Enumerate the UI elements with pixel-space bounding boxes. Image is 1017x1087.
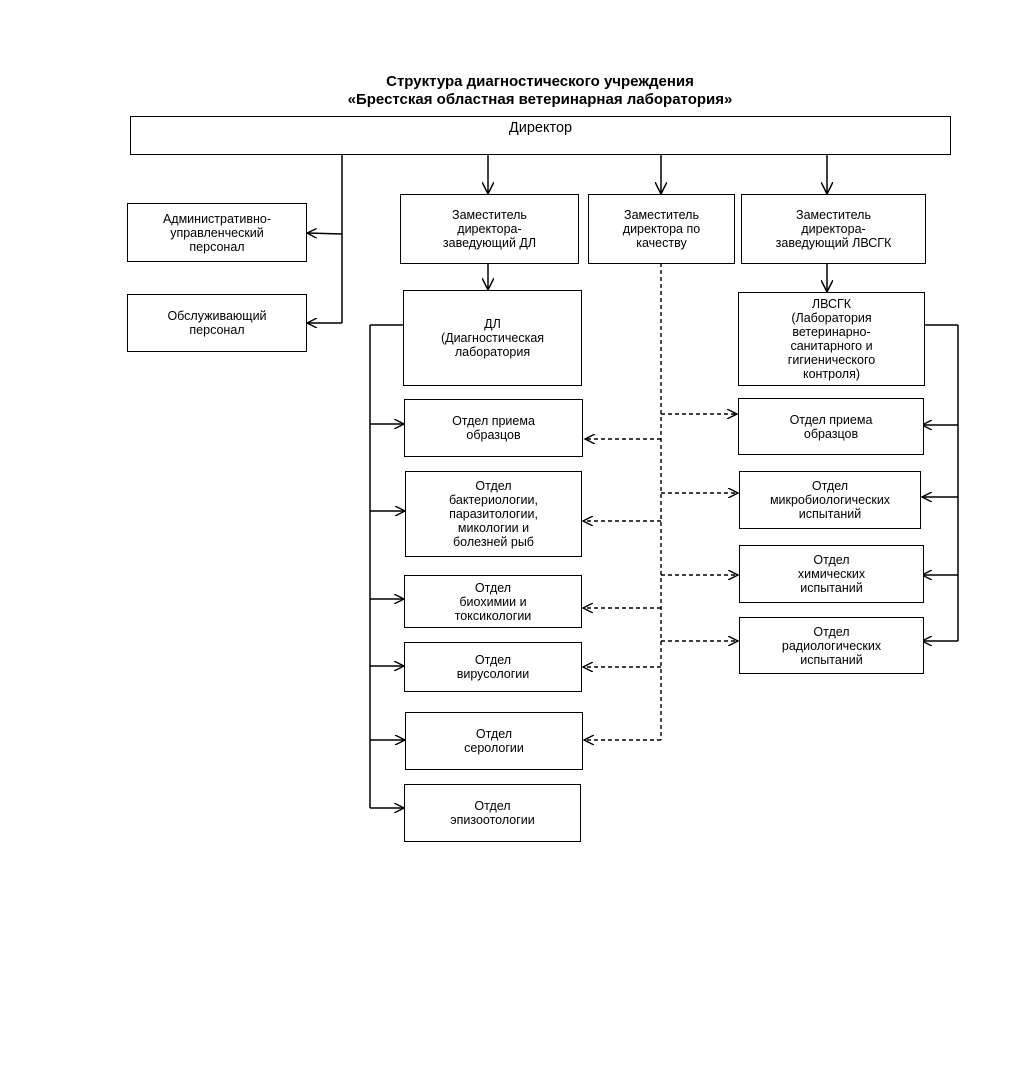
box-deputy-lvsgk: Заместитель директора- заведующий ЛВСГК	[741, 194, 926, 264]
box-service-staff: Обслуживающий персонал	[127, 294, 307, 352]
diagram-title-line-1: Структура диагностического учреждения	[386, 73, 694, 90]
box-dl-serology: Отдел серологии	[405, 712, 583, 770]
box-director: Директор	[130, 116, 951, 155]
box-lv-microbiology: Отдел микробиологических испытаний	[739, 471, 921, 529]
box-dl-lab: ДЛ (Диагностическая лаборатория	[403, 290, 582, 386]
box-dl-virology: Отдел вирусологии	[404, 642, 582, 692]
box-lv-chemical: Отдел химических испытаний	[739, 545, 924, 603]
box-lvsgk-lab: ЛВСГК (Лаборатория ветеринарно- санитарн…	[738, 292, 925, 386]
box-dl-reception: Отдел приема образцов	[404, 399, 583, 457]
box-deputy-quality: Заместитель директора по качеству	[588, 194, 735, 264]
diagram-title-line-2: «Брестская областная ветеринарная лабора…	[347, 91, 733, 108]
box-deputy-dl: Заместитель директора- заведующий ДЛ	[400, 194, 579, 264]
box-dl-bacteriology: Отдел бактериологии, паразитологии, мико…	[405, 471, 582, 557]
box-dl-epizootology: Отдел эпизоотологии	[404, 784, 581, 842]
box-admin-staff: Административно- управленческий персонал	[127, 203, 307, 262]
box-lv-radiology: Отдел радиологических испытаний	[739, 617, 924, 674]
box-lv-reception: Отдел приема образцов	[738, 398, 924, 455]
box-dl-biochemistry: Отдел биохимии и токсикологии	[404, 575, 582, 628]
